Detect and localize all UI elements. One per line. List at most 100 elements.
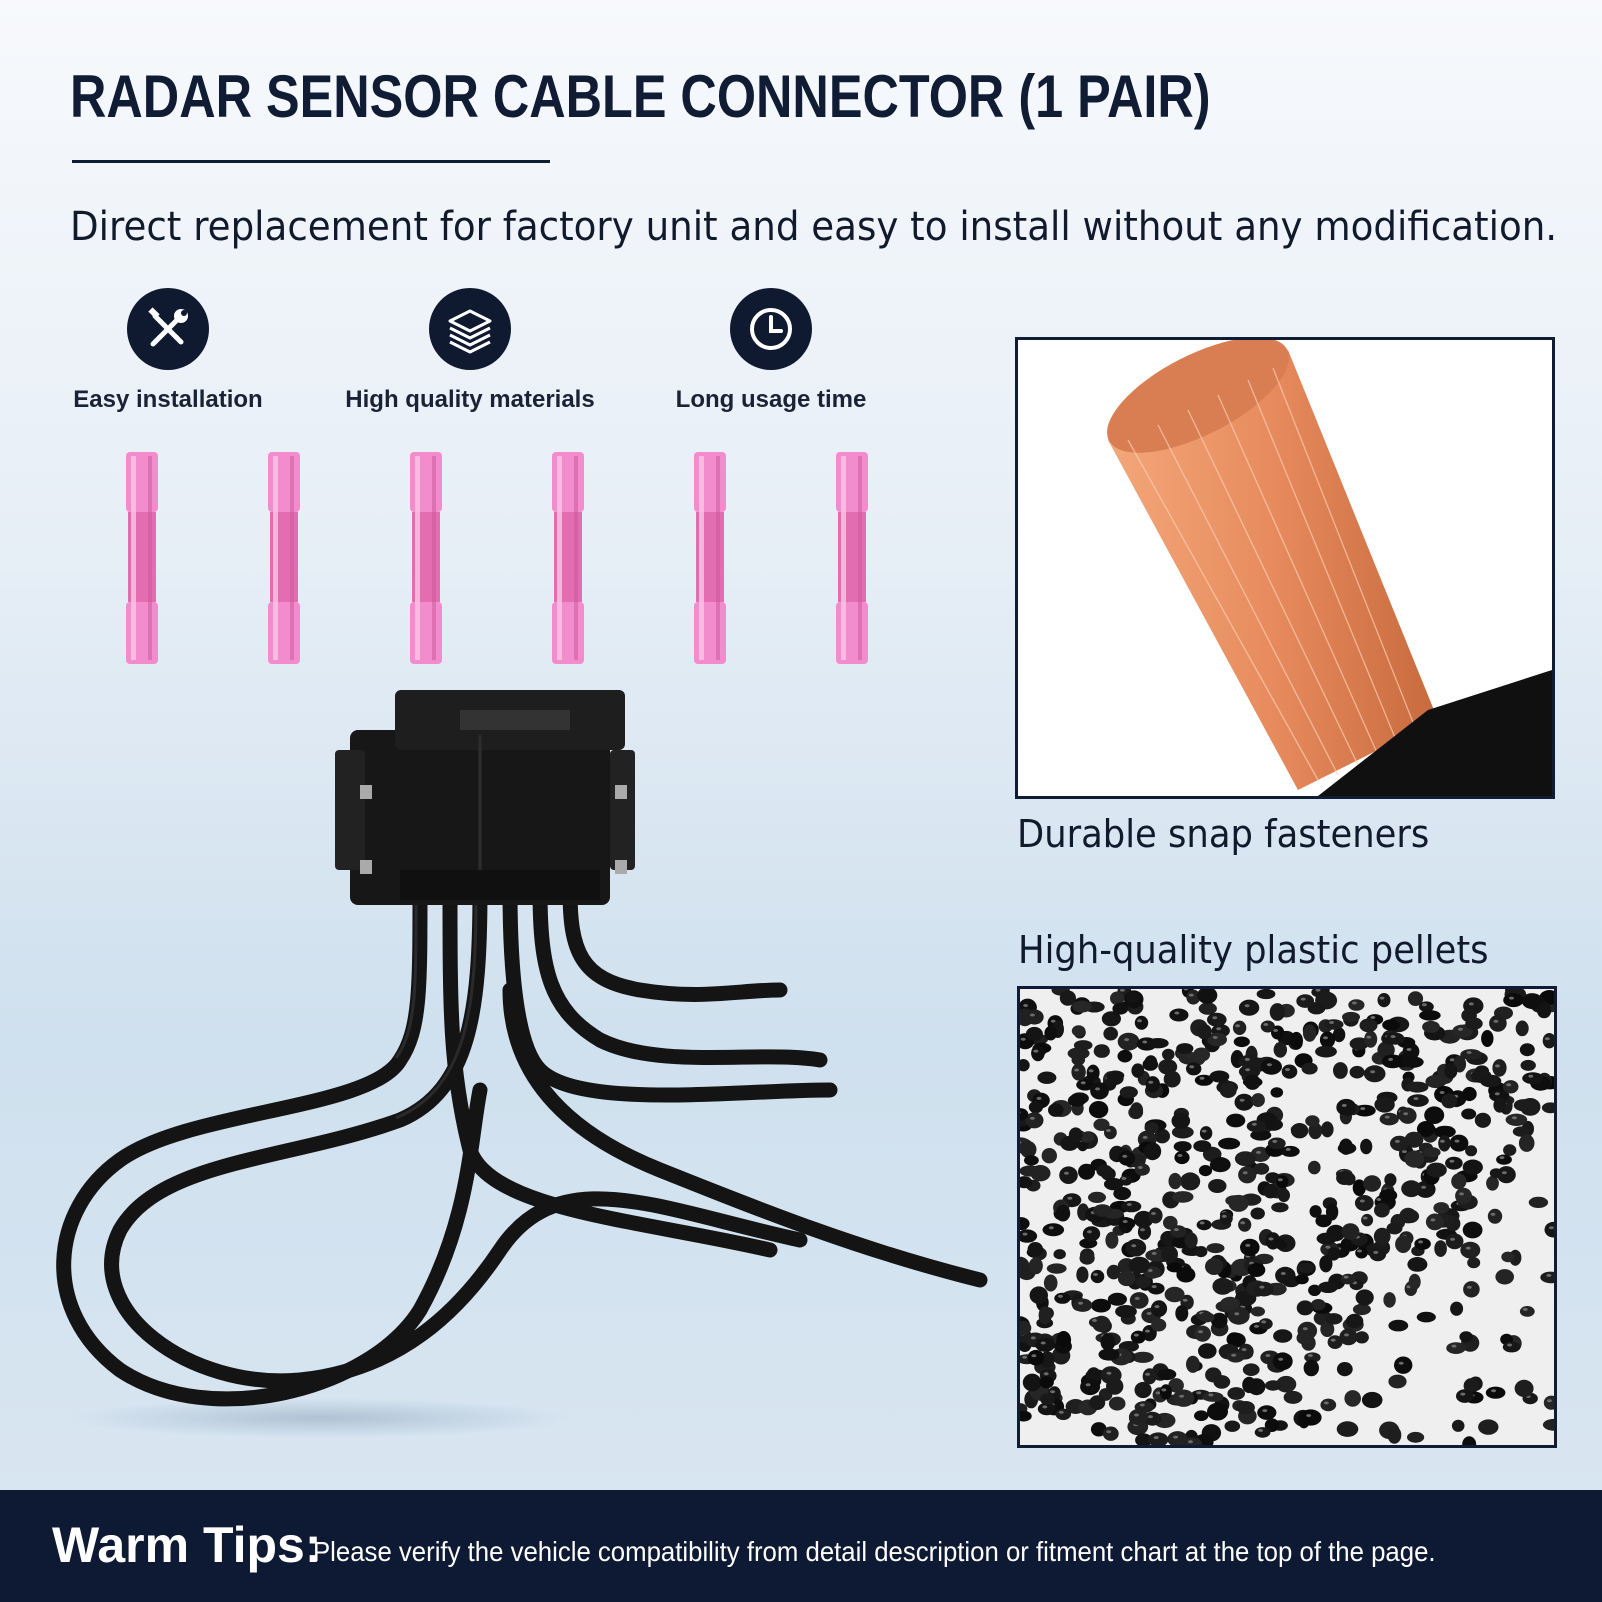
pellet-highlight bbox=[1245, 1068, 1251, 1072]
pellet bbox=[1460, 1049, 1482, 1060]
pellet bbox=[1369, 1247, 1387, 1262]
pellet bbox=[1117, 1049, 1133, 1063]
pellet-highlight bbox=[1179, 1394, 1185, 1398]
pellet bbox=[1158, 1059, 1178, 1075]
pellet bbox=[1497, 1166, 1516, 1184]
heat-shrink-tube bbox=[124, 452, 160, 669]
pellet-highlight bbox=[1277, 1178, 1283, 1182]
pellet-highlight bbox=[1509, 996, 1514, 1000]
pellet bbox=[1518, 1134, 1535, 1152]
pellet bbox=[1234, 1093, 1254, 1111]
pellet bbox=[1295, 1274, 1309, 1285]
pellet bbox=[1220, 1296, 1240, 1311]
pellet bbox=[1056, 1331, 1070, 1347]
pellet-highlight bbox=[1307, 1354, 1313, 1357]
pellet-highlight bbox=[1449, 1058, 1455, 1062]
pellet bbox=[1251, 1093, 1265, 1108]
pellet-highlight bbox=[1460, 1392, 1466, 1396]
pellet bbox=[1303, 1024, 1317, 1042]
pellet-highlight bbox=[1459, 1192, 1464, 1196]
pellet bbox=[1227, 1351, 1245, 1363]
pellet bbox=[1305, 1115, 1320, 1127]
pellet bbox=[1076, 1266, 1089, 1283]
pellet-highlight bbox=[1151, 1251, 1157, 1255]
pellet-highlight bbox=[1421, 1003, 1427, 1007]
pellet bbox=[1090, 1082, 1109, 1100]
pellet bbox=[1445, 1156, 1463, 1170]
pellet bbox=[1145, 1076, 1160, 1093]
pellet-highlight bbox=[1201, 1129, 1207, 1133]
pellet-highlight bbox=[1188, 1440, 1193, 1444]
pellet bbox=[1198, 1343, 1217, 1359]
pellet-highlight bbox=[1080, 1081, 1086, 1085]
pellet bbox=[1157, 1368, 1177, 1381]
pellet bbox=[1130, 1102, 1144, 1119]
pellet-highlight bbox=[1050, 1019, 1056, 1023]
pellet bbox=[1144, 1055, 1158, 1069]
pellet bbox=[1025, 1112, 1044, 1129]
pellet-highlight bbox=[1362, 1216, 1368, 1220]
heat-shrink-tube bbox=[692, 452, 728, 669]
pellet bbox=[1264, 1418, 1280, 1432]
pellet bbox=[1462, 1436, 1477, 1445]
pellet bbox=[1543, 1395, 1554, 1410]
pellet bbox=[1349, 1037, 1369, 1050]
pellet-highlight bbox=[1254, 1324, 1259, 1328]
pellet bbox=[1205, 1258, 1224, 1275]
pellet bbox=[1196, 1219, 1212, 1231]
pellet bbox=[1383, 1292, 1396, 1308]
pellet bbox=[1513, 1099, 1533, 1112]
pellet bbox=[1407, 1431, 1425, 1443]
pellet bbox=[1489, 1089, 1510, 1102]
title-underline bbox=[72, 160, 550, 163]
pellet bbox=[1038, 1306, 1052, 1325]
pellet bbox=[1257, 1405, 1277, 1420]
pellet bbox=[1197, 989, 1218, 1004]
pellet bbox=[1039, 1376, 1054, 1389]
pellet-highlight bbox=[1360, 1107, 1366, 1111]
pellet bbox=[1486, 1175, 1499, 1191]
pellet bbox=[1541, 1102, 1554, 1114]
pellet bbox=[1035, 1338, 1056, 1352]
pellet-highlight bbox=[1251, 1122, 1257, 1126]
pellet bbox=[1463, 1281, 1480, 1298]
pellet-highlight bbox=[1074, 1068, 1080, 1072]
pellet bbox=[1027, 1349, 1045, 1366]
pellet bbox=[1090, 1269, 1105, 1284]
pellet-highlight bbox=[1544, 1037, 1550, 1041]
pellet bbox=[1404, 1150, 1425, 1168]
pellet-highlight bbox=[1221, 1214, 1227, 1218]
pellet-highlight bbox=[1183, 989, 1189, 991]
pellet bbox=[1299, 1409, 1322, 1426]
pellet-highlight bbox=[1262, 1409, 1268, 1413]
pellet-highlight bbox=[1140, 1228, 1145, 1232]
pellet bbox=[1467, 1257, 1481, 1269]
pellet bbox=[1360, 1138, 1373, 1155]
pellet bbox=[1455, 1187, 1472, 1205]
pellet bbox=[1134, 1401, 1154, 1413]
pellet bbox=[1218, 1137, 1241, 1150]
pellet-highlight bbox=[1398, 1361, 1404, 1365]
pellet-highlight bbox=[1147, 1269, 1153, 1272]
pellet-highlight bbox=[1142, 1040, 1148, 1044]
pellet-highlight bbox=[1507, 1343, 1513, 1347]
pellet bbox=[1108, 1396, 1126, 1411]
pellet bbox=[1492, 1059, 1507, 1077]
pellet-highlight bbox=[1370, 1070, 1376, 1074]
pellet bbox=[1352, 1303, 1371, 1316]
pellet-highlight bbox=[1042, 1405, 1048, 1409]
pellet bbox=[1462, 1221, 1483, 1239]
pellet bbox=[1425, 1213, 1444, 1231]
pellet bbox=[1212, 1277, 1233, 1295]
pellet bbox=[1150, 1300, 1168, 1317]
feature-label: Long usage time bbox=[675, 386, 867, 413]
pellet-highlight bbox=[1278, 1357, 1284, 1361]
pellet bbox=[1171, 1112, 1191, 1129]
pellet-highlight bbox=[1151, 1285, 1157, 1289]
pellet bbox=[1336, 1421, 1359, 1437]
pellet bbox=[1537, 1003, 1552, 1019]
pellet bbox=[1135, 1276, 1151, 1289]
pellet bbox=[1283, 1390, 1303, 1404]
pellet bbox=[1154, 1128, 1170, 1144]
pellet bbox=[1265, 1172, 1280, 1184]
